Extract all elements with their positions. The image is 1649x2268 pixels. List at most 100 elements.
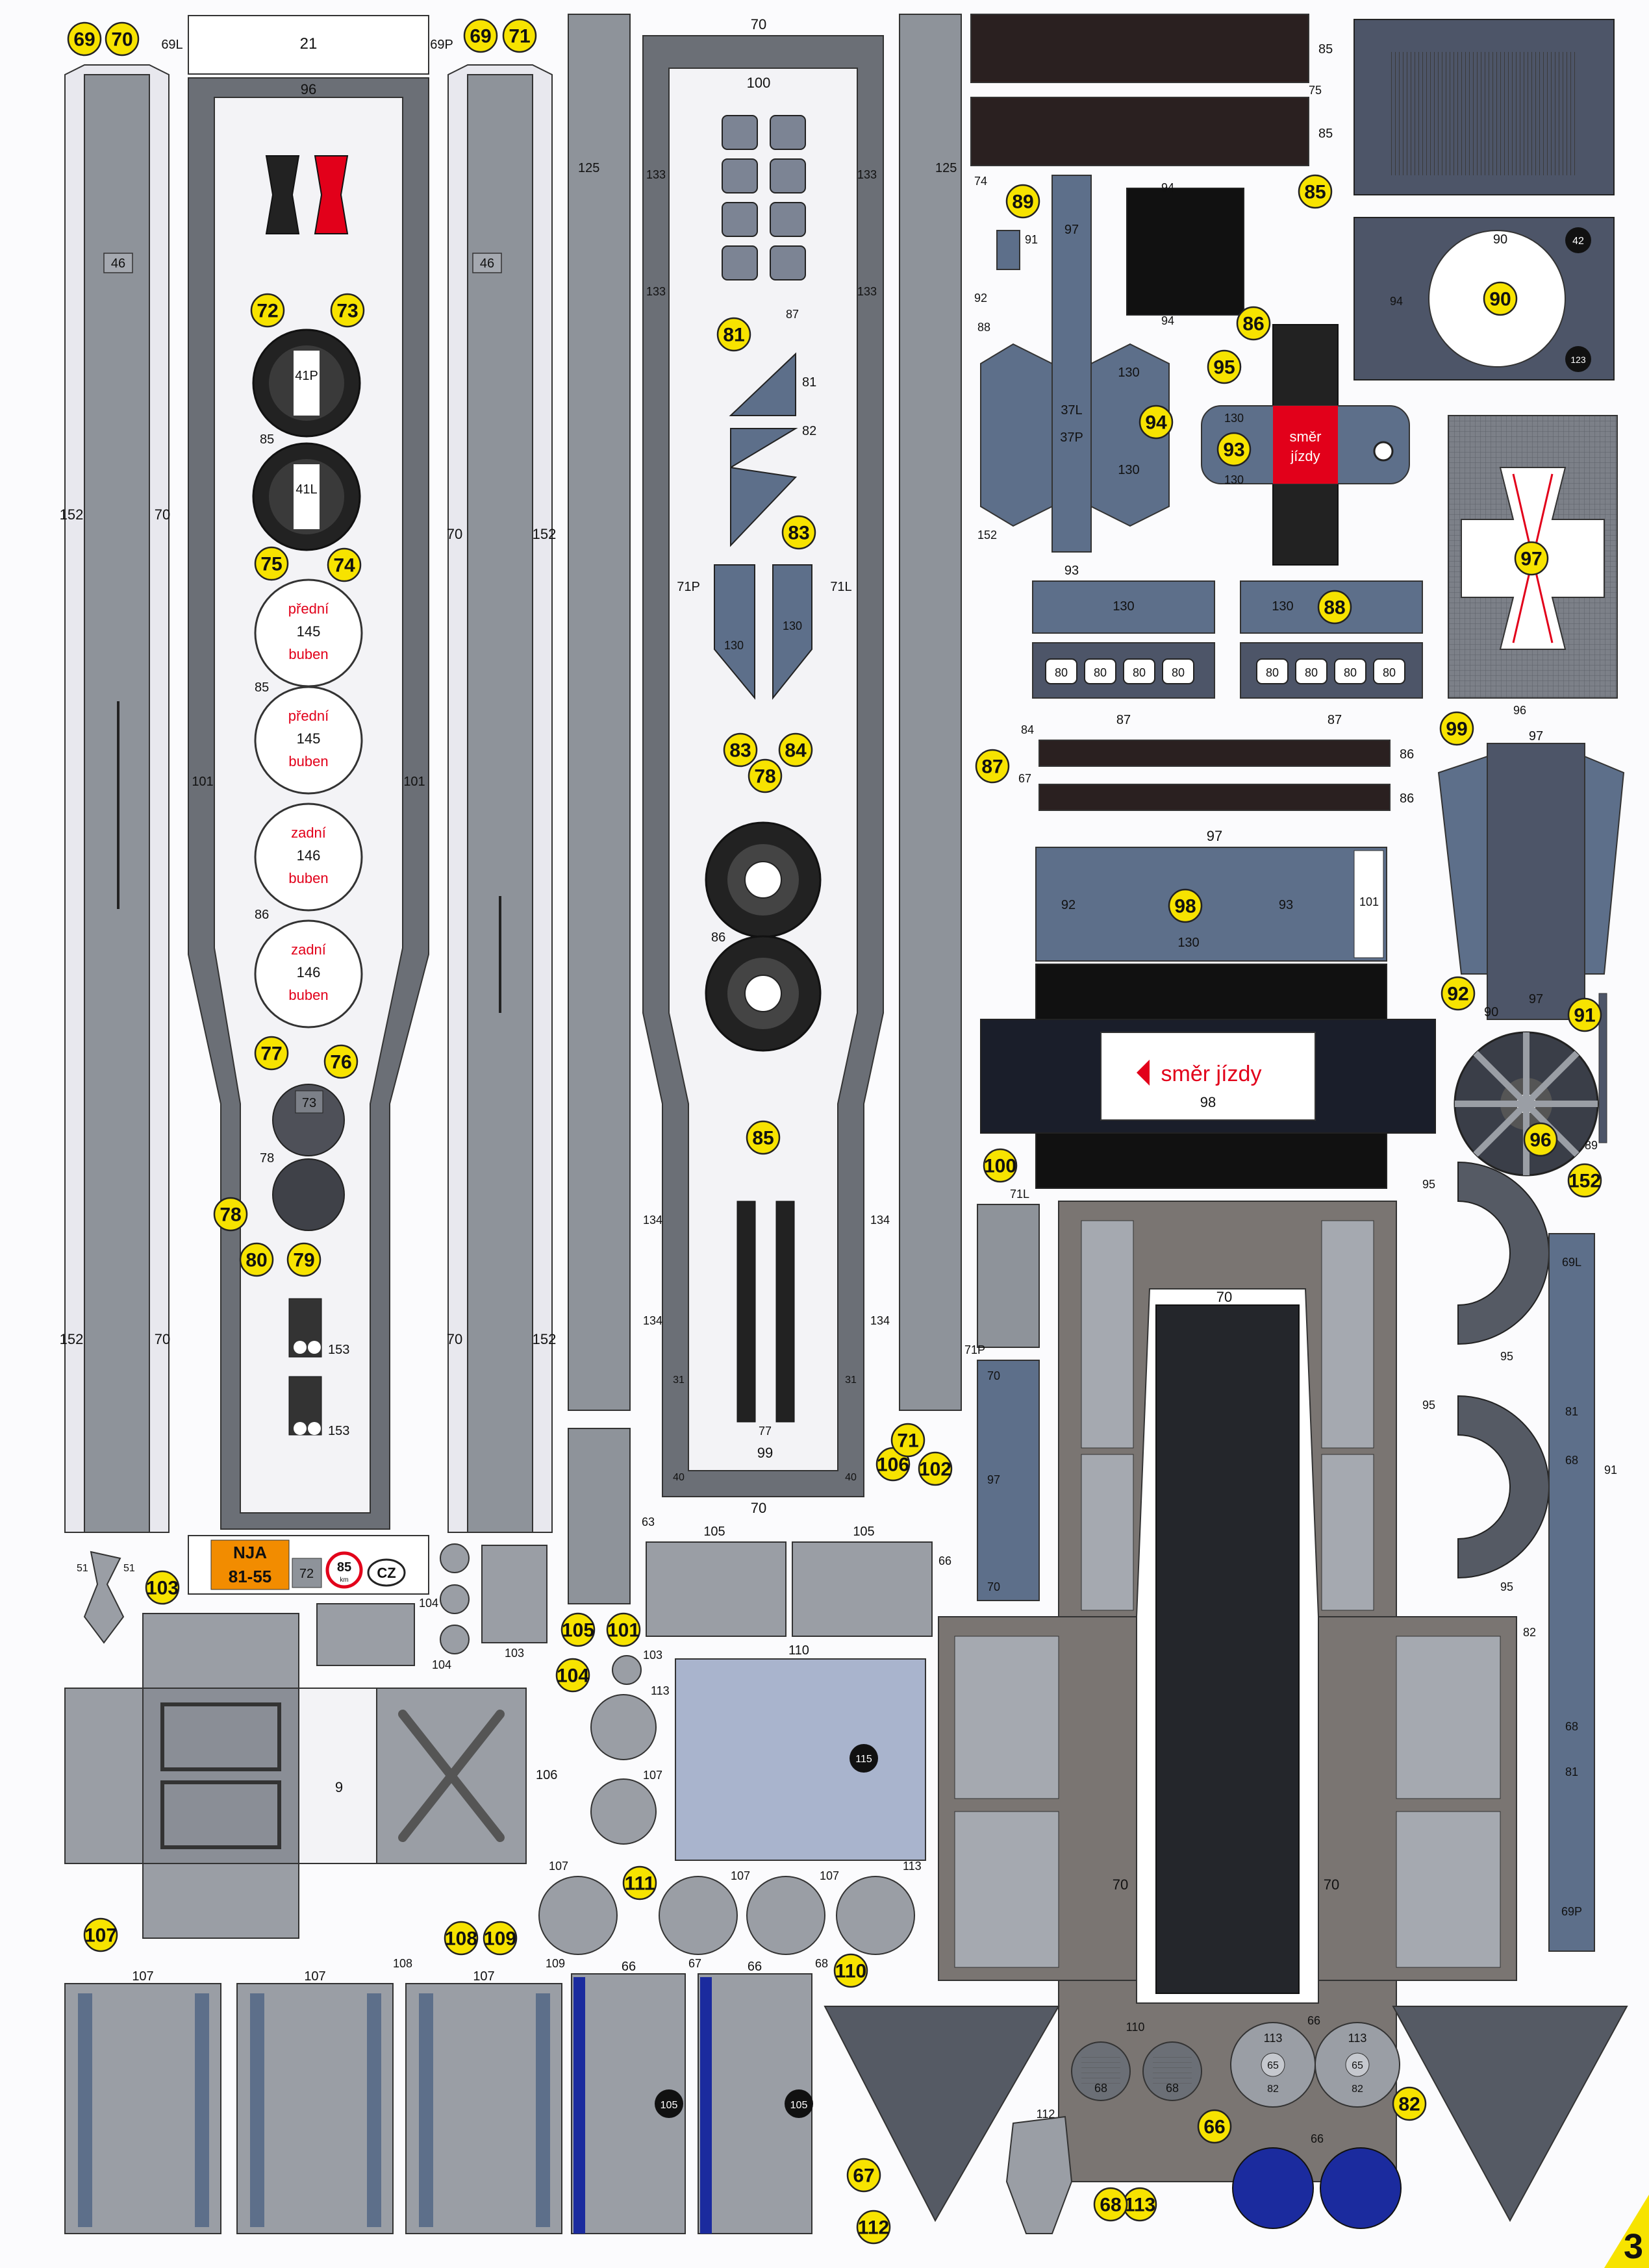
rail-69 [1548, 1233, 1595, 1952]
label-86-rb: 86 [1400, 791, 1414, 806]
label-107-disc-c: 107 [731, 1869, 750, 1882]
step-marker-71 [890, 1423, 925, 1458]
dir-word1: směr [1290, 429, 1322, 445]
label-107-disc-b: 107 [549, 1860, 568, 1873]
label-105-hole-b: 105 [790, 2100, 808, 2111]
label-113-b: 113 [903, 1860, 922, 1873]
step-marker-label-81: 81 [723, 325, 744, 346]
label-96: 96 [301, 81, 316, 97]
label-84-r: 84 [1021, 723, 1034, 736]
label-70-frame-r: 70 [1324, 1876, 1339, 1893]
label-71L-99: 71L [1010, 1188, 1029, 1201]
label-78: 78 [260, 1151, 274, 1165]
label-46-right: 46 [480, 256, 494, 271]
label-72-plate: 72 [299, 1567, 314, 1581]
direction-sign-text: směr jízdy [1161, 1062, 1262, 1086]
step-marker-label-104: 104 [557, 1665, 589, 1687]
step-marker-78 [213, 1197, 248, 1232]
part-93-left [980, 343, 1053, 527]
net-97 [1487, 743, 1585, 1020]
svg-text:80: 80 [1133, 666, 1146, 679]
step-marker-label-68: 68 [1100, 2195, 1121, 2216]
label-74: 74 [974, 175, 987, 188]
step-marker-label-96: 96 [1529, 1130, 1551, 1151]
ball-73 [272, 1084, 345, 1156]
label-69P-r: 69P [1561, 1905, 1582, 1918]
label-90-fan: 90 [1484, 1005, 1498, 1019]
step-marker-69 [463, 18, 498, 53]
step-marker-label-78: 78 [220, 1204, 241, 1226]
label-134-b: 134 [643, 1314, 662, 1327]
svg-text:zadní: zadní [291, 825, 326, 841]
label-106: 106 [536, 1768, 557, 1782]
step-marker-label-90: 90 [1489, 289, 1511, 310]
label-69P: 69P [430, 38, 453, 52]
step-marker-label-101: 101 [607, 1620, 640, 1641]
step-marker-101 [606, 1612, 641, 1647]
panel-110 [675, 1658, 926, 1861]
disc-67-a [1232, 2147, 1314, 2229]
step-marker-83 [781, 515, 816, 550]
part-105-b [792, 1541, 933, 1637]
step-marker-label-107: 107 [84, 1925, 117, 1947]
step-marker-98 [1168, 888, 1203, 923]
step-marker-label-70: 70 [111, 29, 132, 51]
step-marker-label-89: 89 [1012, 192, 1033, 213]
label-92-box: 92 [1061, 898, 1076, 912]
step-marker-label-66: 66 [1203, 2117, 1225, 2138]
label-104-a: 104 [419, 1597, 438, 1610]
step-marker-label-88: 88 [1324, 597, 1345, 619]
strip-86-a [1038, 740, 1391, 767]
label-82-mid: 82 [802, 424, 816, 438]
svg-text:146: 146 [297, 847, 321, 864]
label-153-a: 153 [328, 1343, 349, 1357]
step-marker-70 [105, 21, 140, 56]
svg-text:87: 87 [1116, 713, 1131, 727]
plate-number: 81-55 [229, 1567, 272, 1586]
step-marker-label-83: 83 [788, 523, 809, 544]
step-marker-label-103: 103 [146, 1578, 179, 1599]
step-marker-label-112: 112 [858, 2217, 889, 2239]
label-82-r: 82 [1523, 1626, 1536, 1639]
step-marker-label-69: 69 [470, 26, 491, 47]
dir-word2: jízdy [1290, 448, 1320, 464]
cz-label: CZ [377, 1565, 396, 1581]
label-68-a: 68 [815, 1957, 828, 1970]
step-marker-102 [918, 1451, 953, 1486]
label-31-b: 31 [845, 1375, 857, 1386]
step-marker-80 [239, 1242, 274, 1277]
step-marker-83 [723, 732, 758, 767]
ball-78 [272, 1158, 345, 1231]
speed-unit: km [340, 1576, 348, 1584]
label-107-disc-d: 107 [820, 1869, 839, 1882]
step-marker-104 [555, 1658, 590, 1693]
label-89-r: 89 [1585, 1139, 1598, 1152]
step-marker-74 [327, 547, 362, 582]
label-37L: 37L [1061, 403, 1082, 417]
label-68-r2: 68 [1565, 1720, 1578, 1733]
label-41L: 41L [296, 482, 317, 497]
step-marker-87 [975, 749, 1010, 784]
step-marker-93 [1216, 432, 1252, 467]
block-94 [1126, 188, 1244, 316]
step-marker-label-75: 75 [260, 554, 282, 575]
part-87-right: 130 80 80 80 80 87 [1240, 580, 1423, 727]
rail-125-right [899, 14, 962, 1411]
label-104-b: 104 [432, 1658, 451, 1671]
label-103: 103 [505, 1647, 524, 1660]
label-113-disc-a: 113 [1264, 2032, 1283, 2045]
label-70-bottom: 70 [751, 1500, 766, 1516]
step-marker-67 [846, 2158, 881, 2193]
svg-text:buben: buben [288, 870, 328, 886]
speed-sign [325, 1551, 363, 1589]
label-31-a: 31 [673, 1375, 685, 1386]
label-91-r: 91 [1604, 1464, 1617, 1477]
svg-text:zadní: zadní [291, 941, 326, 958]
svg-text:87: 87 [1328, 713, 1342, 727]
cz-oval [367, 1558, 406, 1587]
step-marker-label-111: 111 [625, 1873, 655, 1895]
label-66-a: 66 [622, 1960, 636, 1974]
label-70-strip-b: 70 [987, 1580, 1000, 1593]
label-42: 42 [1572, 236, 1584, 247]
